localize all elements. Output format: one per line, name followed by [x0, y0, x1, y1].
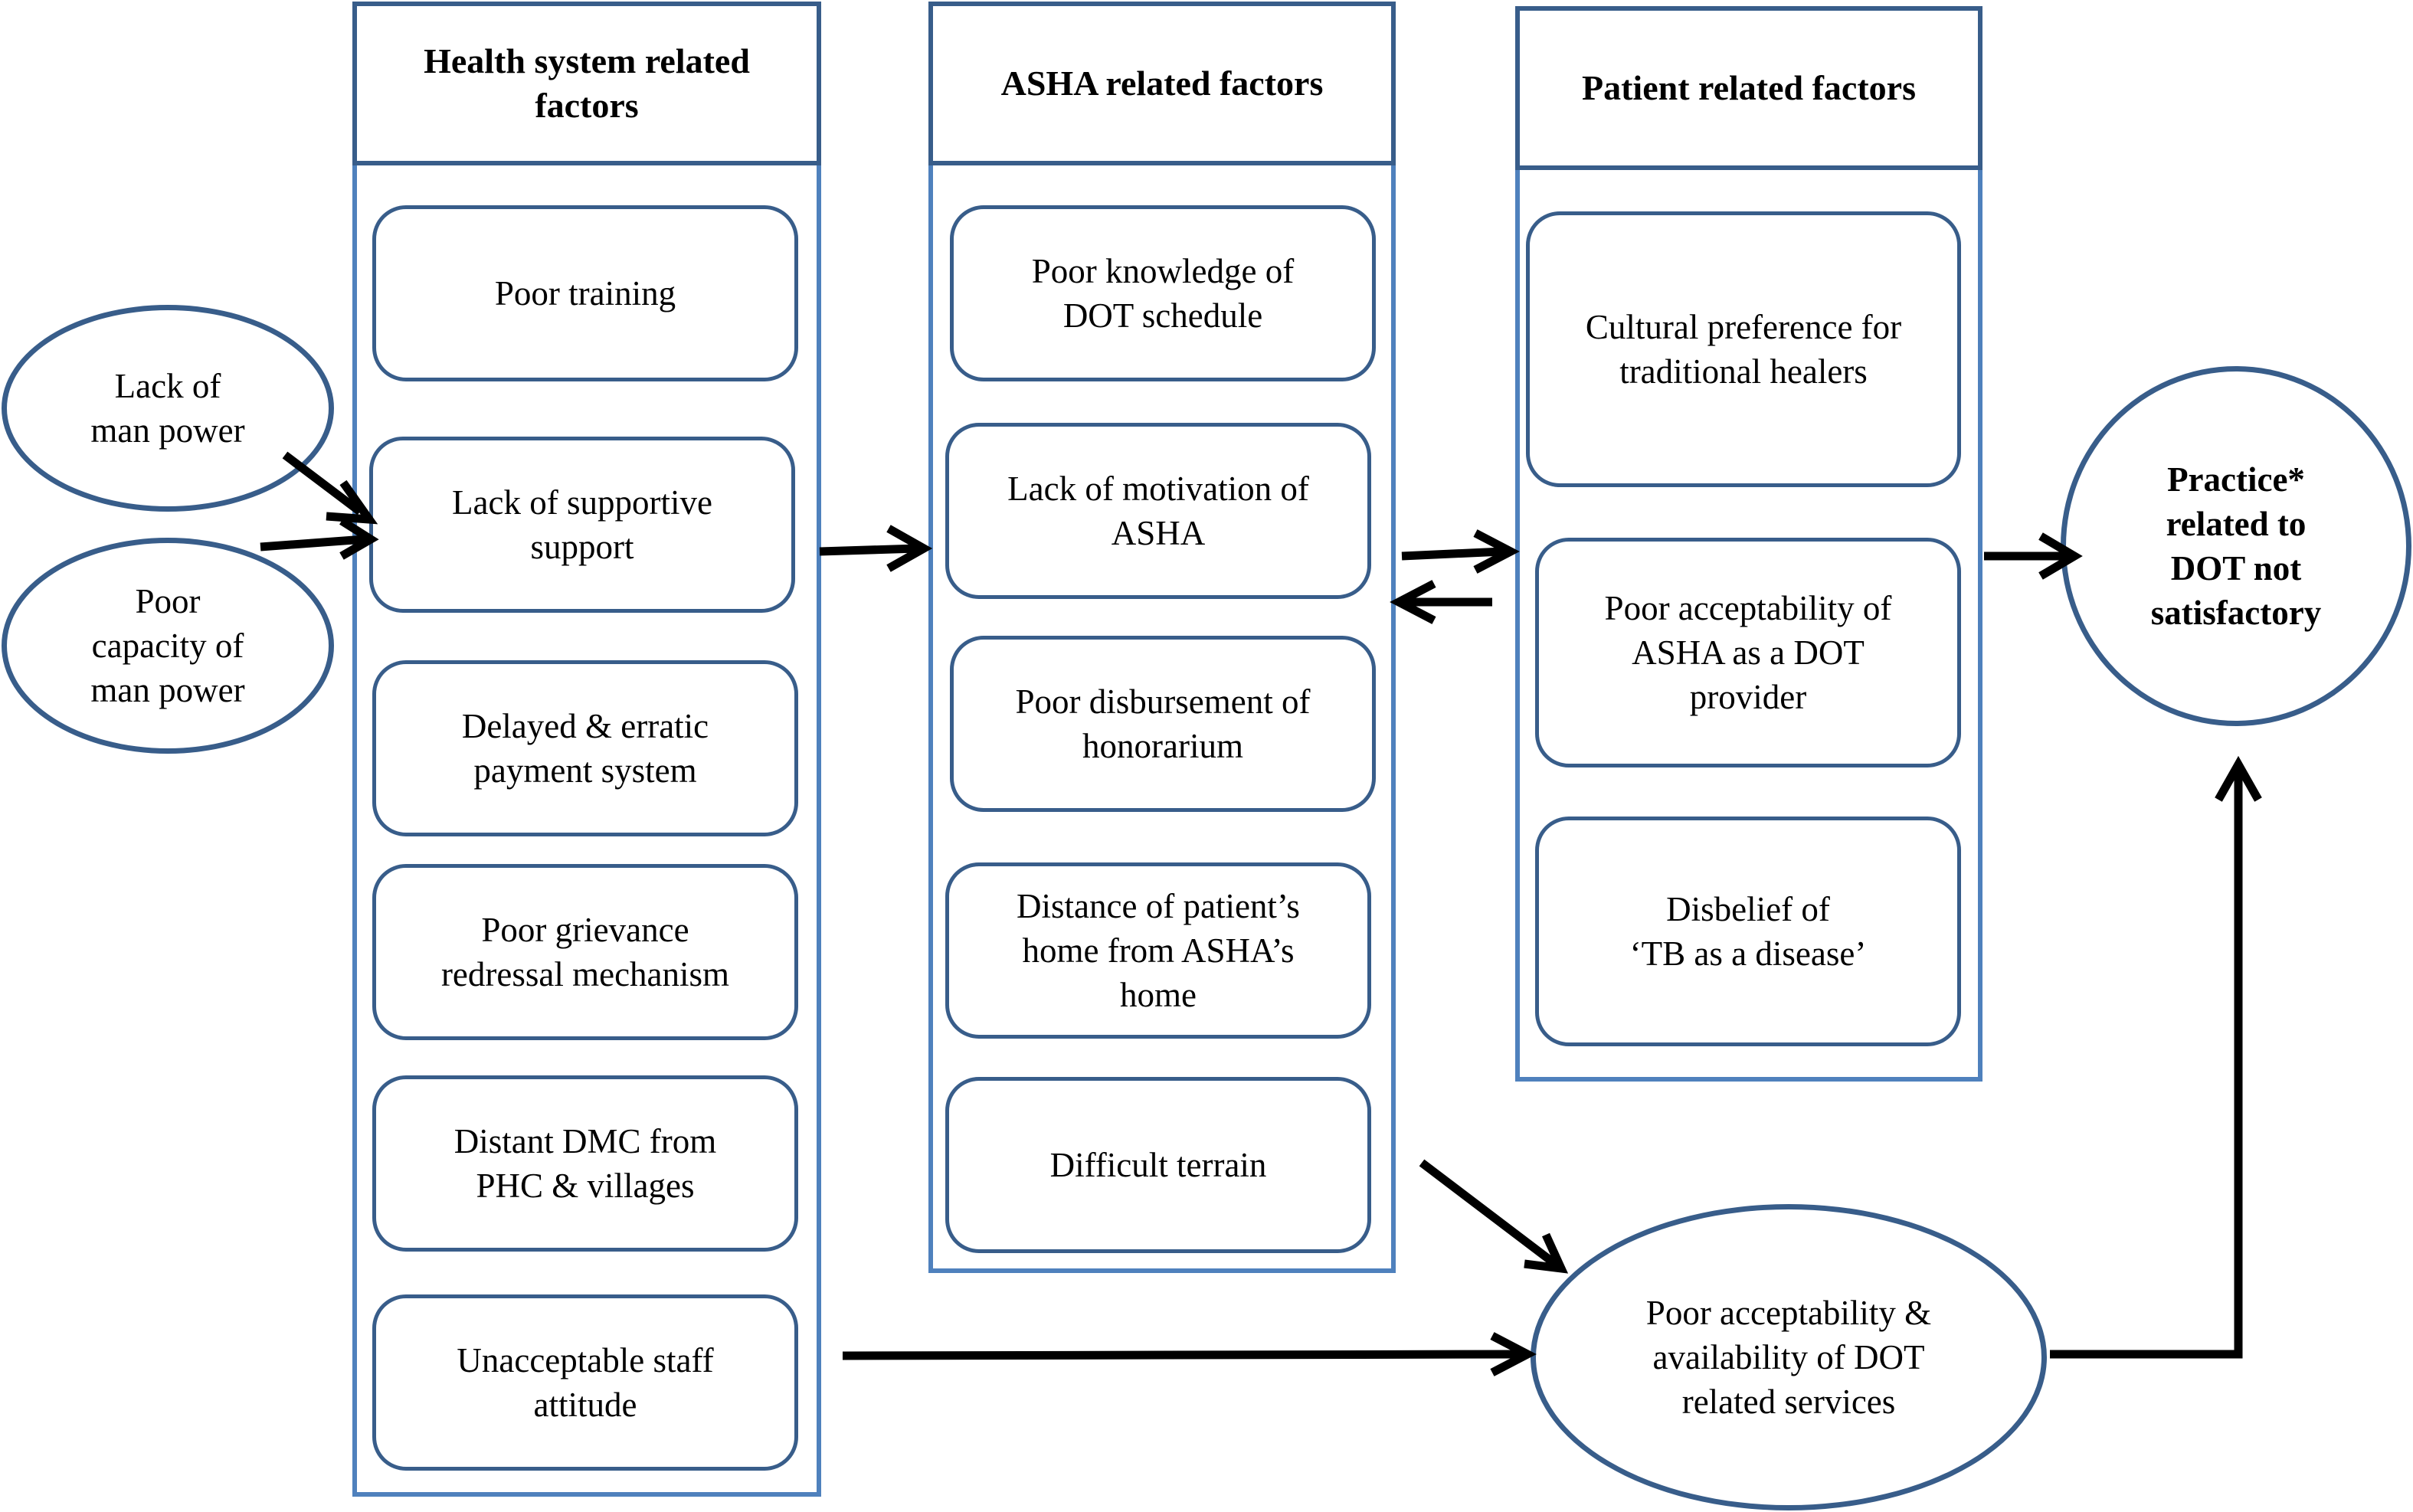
outcome-node: Practice* related to DOT not satisfactor…: [2061, 366, 2411, 726]
patient-header: Patient related factors: [1515, 6, 1982, 170]
arrow-head: [886, 525, 933, 572]
factor-grievance-redressal: Poor grievance redressal mechanism: [372, 864, 798, 1040]
factor-dot-schedule-knowledge: Poor knowledge of DOT schedule: [950, 205, 1376, 381]
arrow-manpower-to-health: [282, 451, 363, 515]
arrow-terrain-to-services: [1419, 1159, 1558, 1268]
arrow-head: [1490, 1332, 1537, 1376]
poor-capacity-manpower-node: Poor capacity of man power: [2, 538, 334, 754]
factor-delayed-payment: Delayed & erratic payment system: [372, 660, 798, 836]
factor-lack-supportive-support: Lack of supportive support: [369, 437, 795, 613]
factor-distance-patient-home: Distance of patient’s home from ASHA’s h…: [945, 862, 1371, 1039]
lack-of-manpower-node: Lack of man power: [2, 305, 334, 512]
arrow-head: [2038, 532, 2083, 580]
arrow-head: [2215, 755, 2262, 802]
arrow-head: [1473, 529, 1520, 574]
factor-tb-disbelief: Disbelief of ‘TB as a disease’: [1535, 817, 1961, 1046]
factor-staff-attitude: Unacceptable staff attitude: [372, 1294, 798, 1471]
factor-difficult-terrain: Difficult terrain: [945, 1077, 1371, 1253]
factor-traditional-healers: Cultural preference for traditional heal…: [1526, 211, 1961, 487]
arrow-head: [326, 479, 378, 525]
services-node: Poor acceptability & availability of DOT…: [1531, 1204, 2047, 1510]
factor-poor-training: Poor training: [372, 205, 798, 381]
factor-asha-motivation: Lack of motivation of ASHA: [945, 423, 1371, 599]
factor-asha-acceptability: Poor acceptability of ASHA as a DOT prov…: [1535, 538, 1961, 767]
health-system-header: Health system related factors: [352, 2, 821, 165]
arrow-head: [1524, 1232, 1569, 1274]
arrow-asha-to-patient: [1401, 547, 1504, 561]
arrow-head: [1390, 580, 1436, 624]
asha-header: ASHA related factors: [928, 2, 1396, 165]
factor-honorarium-disbursement: Poor disbursement of honorarium: [950, 636, 1376, 812]
arrow-health-to-asha: [819, 544, 918, 556]
arrow-capacity-to-health: [260, 535, 365, 551]
arrow-staff-to-services: [842, 1350, 1521, 1360]
arrow-head: [339, 517, 379, 560]
arrow-services-to-outcome: [2050, 771, 2243, 1359]
factor-distant-dmc: Distant DMC from PHC & villages: [372, 1075, 798, 1252]
